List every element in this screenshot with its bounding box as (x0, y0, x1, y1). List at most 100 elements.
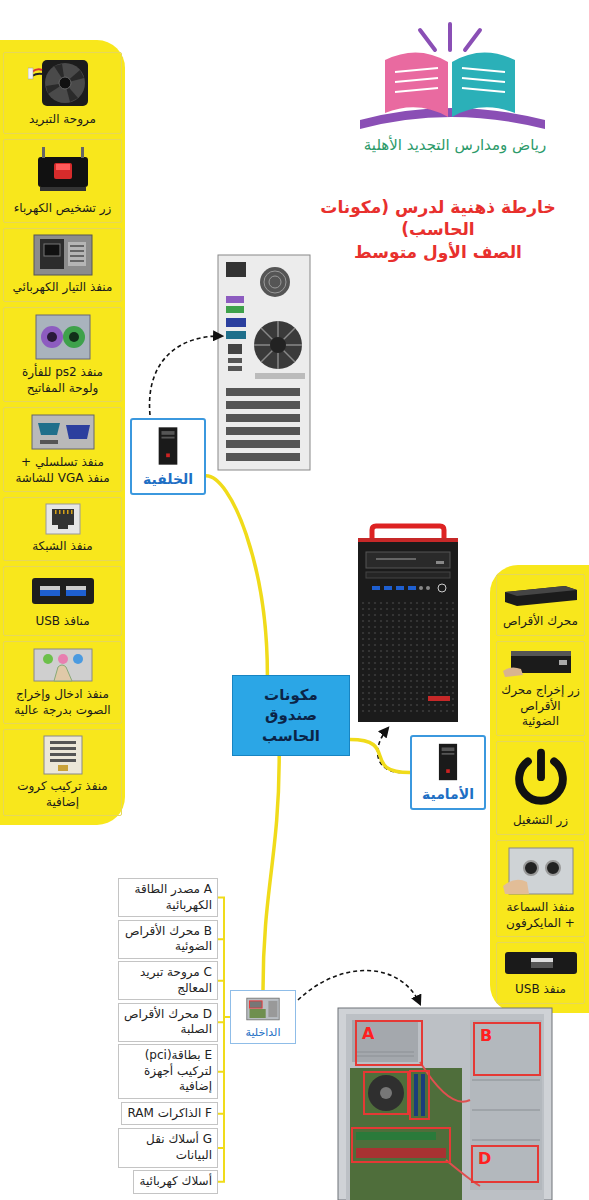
icon-shape (439, 744, 457, 780)
branch-connector (206, 476, 267, 675)
node-text: A مصدر الطاقة الكهربائية (124, 882, 212, 913)
node-text: منفذ ادخال وإخراج الصوت بدرجة عالية (8, 687, 117, 718)
component-icon (245, 996, 281, 1022)
node-text: منفذ تسلسلي + منفذ VGA للشاشة (8, 455, 117, 486)
node-text: زر التشغيل (500, 813, 581, 829)
node-text: منفذ التيار الكهربائي (8, 280, 117, 296)
branch-connector (218, 898, 230, 1017)
component-card: زر التشغيل (496, 741, 585, 835)
component-icon (501, 580, 581, 610)
central-topic: مكونات صندوق الحاسب (232, 675, 350, 756)
node-text: الخلفية (138, 471, 198, 487)
component-box: G أسلاك نقل البيانات (118, 1128, 218, 1167)
component-card: مروحة التبريد (3, 52, 122, 134)
component-card: منفذ ps2 للفأرة ولوحة المفاتيح (3, 307, 122, 402)
component-icon (28, 313, 98, 361)
node-text: منافذ USB (8, 614, 117, 630)
node-text: منفذ تركيب كروت إضافية (8, 779, 117, 810)
map-subtitle: الصف الأول متوسط (292, 242, 584, 262)
node-text: أسلاك كهربائية (139, 1174, 212, 1190)
node-text: زر تشخيص الكهرباء (8, 201, 117, 217)
component-card: زر إخراج محرك الأقراص الضوئية (496, 641, 585, 736)
icon-shape (503, 848, 573, 894)
icon-shape (32, 415, 94, 449)
component-card: منفذ تركيب كروت إضافية (3, 729, 122, 816)
node-text: مكونات صندوق الحاسب (241, 685, 341, 746)
component-icon (28, 503, 98, 535)
right-panel (490, 565, 589, 1013)
callout-letter: D (478, 1151, 491, 1167)
icon-shape (34, 235, 92, 275)
component-icon (434, 742, 462, 782)
component-icon (28, 647, 98, 683)
component-icon (28, 572, 98, 610)
node-text: الأمامية (418, 786, 478, 802)
branch-box: الخلفية (130, 418, 206, 495)
node-text: منفذ الشبكة (8, 539, 117, 555)
component-icon (28, 58, 98, 108)
component-card: منافذ USB (3, 566, 122, 636)
icon-shape (28, 60, 88, 106)
component-card: منفذ الشبكة (3, 497, 122, 561)
component-icon (506, 747, 576, 809)
component-icon (28, 145, 98, 197)
component-box: C مروحة تبريد المعالج (118, 961, 218, 1000)
component-box: F الذاكرات RAM (121, 1102, 218, 1126)
component-icon (28, 234, 98, 276)
component-card: محرك الأقراص (496, 574, 585, 636)
component-icon (28, 735, 98, 775)
icon-shape (247, 998, 279, 1020)
icon-shape (503, 651, 571, 677)
component-icon (501, 846, 581, 896)
component-box: أسلاك كهربائية (133, 1170, 218, 1194)
inside-case-illustration (338, 1008, 552, 1200)
node-text: E بطاقة(pci) لتركيب أجهزة إضافية (124, 1048, 212, 1095)
component-card: منفذ USB (496, 942, 585, 1004)
component-box: A مصدر الطاقة الكهربائية (118, 878, 218, 917)
node-text: منفذ ps2 للفأرة ولوحة المفاتيح (8, 365, 117, 396)
component-card: زر تشخيص الكهرباء (3, 139, 122, 223)
back-case-illustration (218, 255, 310, 470)
front-case-illustration (358, 526, 458, 722)
icon-shape (44, 736, 82, 774)
map-title: خارطة ذهنية لدرس (مكونات الحاسب) (292, 196, 584, 240)
icon-shape (159, 427, 178, 464)
icon-shape (34, 649, 92, 681)
component-card: منفذ السماعة + المايكرفون (496, 840, 585, 937)
callout-letter: B (480, 1028, 492, 1044)
icon-shape (505, 952, 577, 974)
branch-connector (218, 1017, 230, 1182)
node-text: الداخلية (235, 1026, 291, 1039)
school-name: رياض ومدارس التجديد الأهلية (330, 136, 580, 154)
branch-box: الأمامية (410, 735, 486, 810)
branch-connector (350, 740, 410, 773)
component-box: E بطاقة(pci) لتركيب أجهزة إضافية (118, 1044, 218, 1099)
icon-shape (46, 504, 80, 534)
component-box: D محرك الأقراص الصلبة (118, 1003, 218, 1042)
component-card: منفذ التيار الكهربائي (3, 228, 122, 302)
node-text: C مروحة تبريد المعالج (124, 965, 212, 996)
node-text: منفذ USB (500, 982, 581, 998)
component-icon (501, 948, 581, 978)
icon-shape (519, 753, 563, 801)
branch-connector (218, 981, 230, 1017)
component-card: منفذ تسلسلي + منفذ VGA للشاشة (3, 407, 122, 492)
node-text: محرك الأقراص (500, 614, 581, 630)
node-text: منفذ السماعة + المايكرفون (500, 900, 581, 931)
branch-connector (263, 756, 279, 990)
branch-connector (218, 939, 230, 1017)
node-text: G أسلاك نقل البيانات (124, 1132, 212, 1163)
school-logo (360, 24, 545, 129)
component-icon (28, 413, 98, 451)
component-card: منفذ ادخال وإخراج الصوت بدرجة عالية (3, 641, 122, 724)
component-icon (501, 647, 581, 679)
node-text: زر إخراج محرك الأقراص الضوئية (500, 683, 581, 730)
icon-shape (36, 315, 90, 359)
node-text: مروحة التبريد (8, 112, 117, 128)
icon-shape (38, 147, 88, 191)
node-text: B محرك الأقراص الضوئية (124, 924, 212, 955)
icon-shape (32, 578, 94, 604)
node-text: D محرك الأقراص الصلبة (124, 1007, 212, 1038)
component-icon (154, 425, 182, 467)
branch-box: الداخلية (230, 990, 296, 1044)
